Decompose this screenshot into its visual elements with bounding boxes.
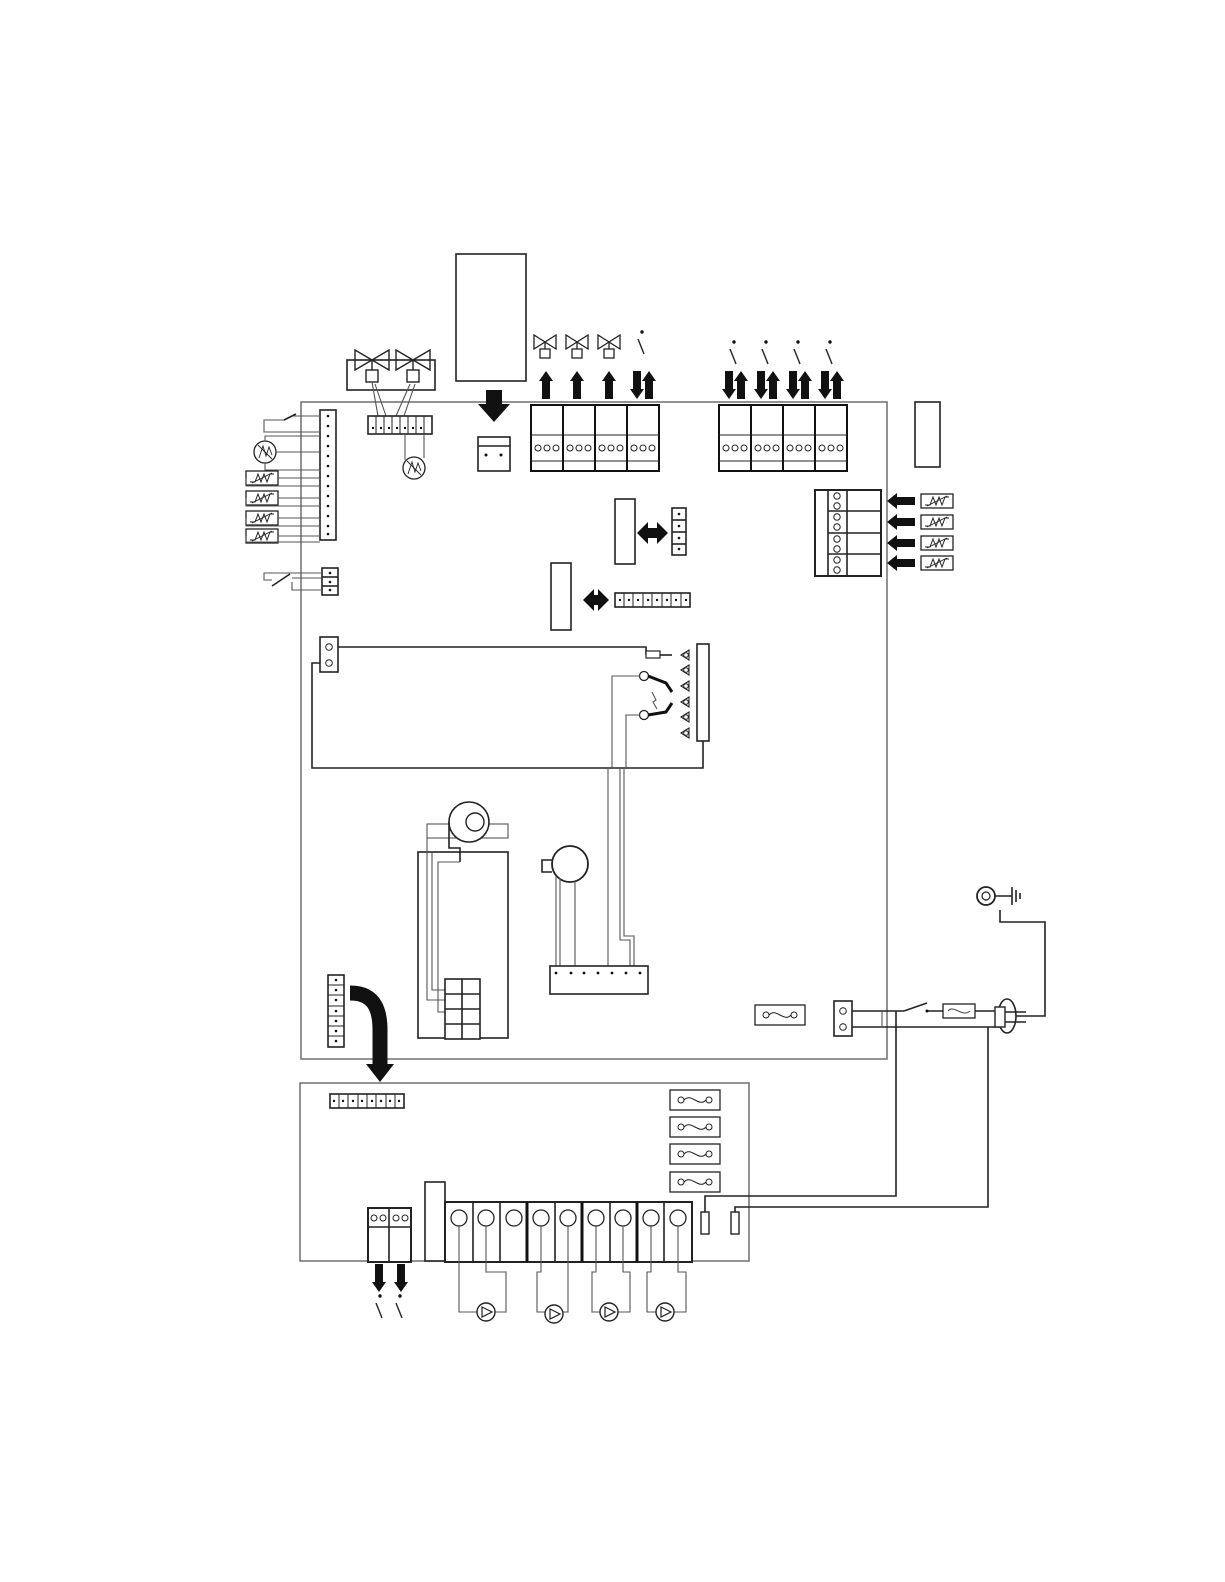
main-fuse	[755, 1005, 805, 1025]
mains-plug	[995, 910, 1045, 1033]
bus-module-1	[615, 499, 686, 564]
lower-module	[425, 1182, 445, 1261]
relay-group-right	[719, 340, 847, 471]
power-connector	[834, 1001, 1000, 1036]
relay-group-left	[531, 330, 659, 471]
ignition-circuit	[312, 637, 709, 768]
aux-module	[915, 402, 940, 467]
zone-valves	[347, 350, 435, 479]
ribbon-connector	[328, 975, 394, 1082]
main-board	[301, 402, 887, 1059]
sensor-inputs-left	[246, 410, 336, 543]
display-module	[456, 254, 526, 471]
lower-mains-wiring	[701, 1011, 988, 1234]
fan-blower	[418, 802, 508, 1039]
gas-valve	[542, 768, 648, 994]
lower-fuses	[670, 1090, 720, 1192]
switch-inputs-bottom	[368, 1208, 411, 1318]
earth-ground	[977, 887, 1020, 905]
sensor-terminal-right	[815, 490, 953, 576]
bus-module-2	[551, 563, 690, 630]
